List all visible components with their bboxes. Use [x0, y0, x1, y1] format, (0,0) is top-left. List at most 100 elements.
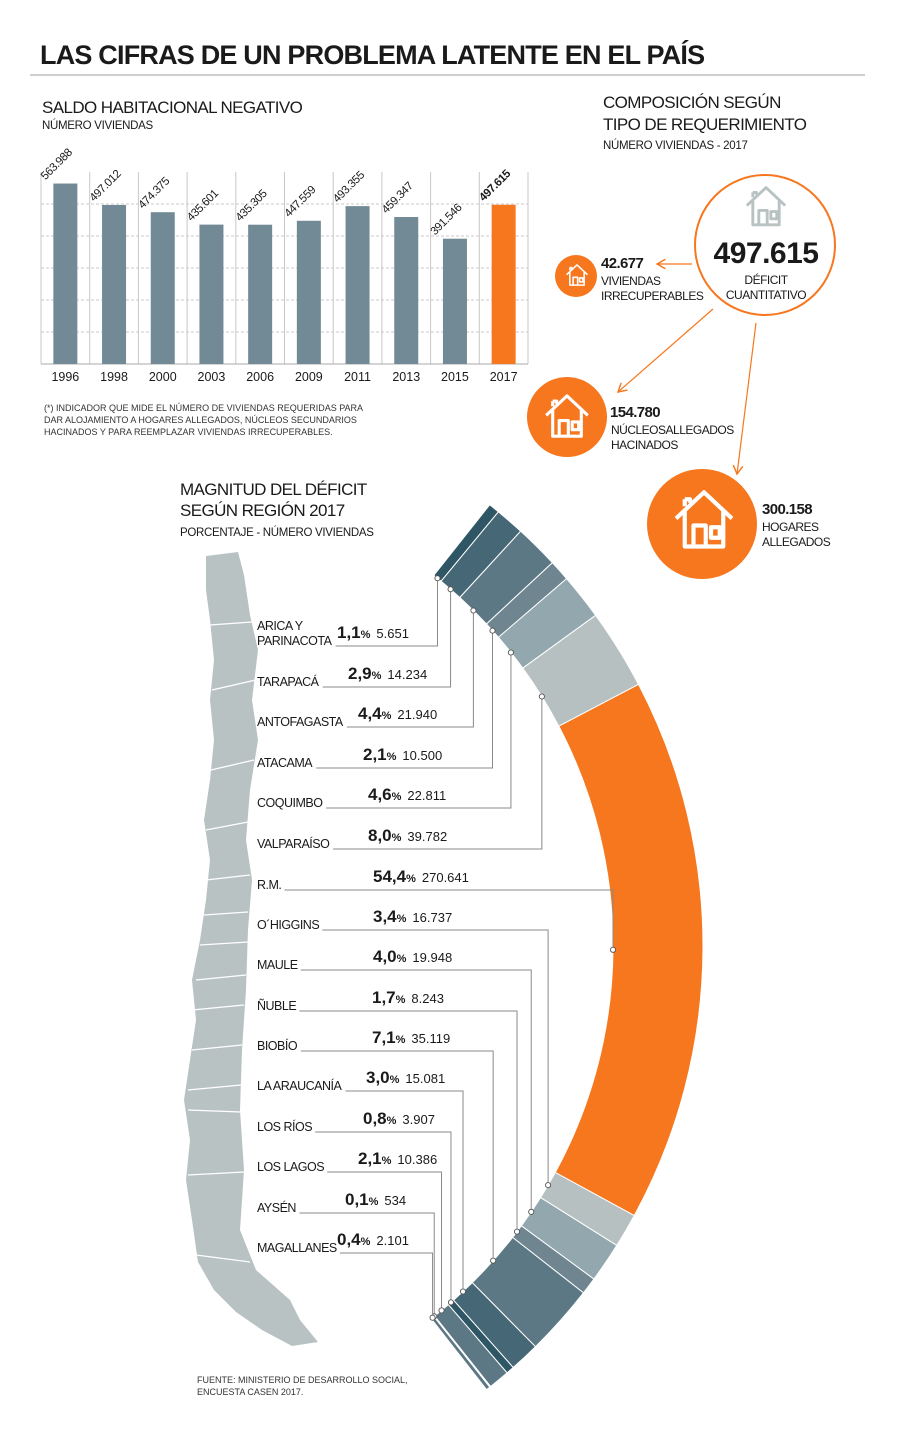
leader-dot	[438, 1307, 445, 1314]
hogares-value: 300.158	[762, 501, 812, 518]
year-tick-label: 1998	[100, 370, 128, 384]
bar-value-label: 493.355	[331, 169, 367, 205]
leader-line	[335, 578, 438, 647]
region-arc-chart	[430, 504, 704, 1391]
region-percent: 1,7%8.243	[372, 988, 444, 1007]
source-line-2: ENCUESTA CASEN 2017.	[197, 1387, 303, 1397]
leader-line	[315, 1131, 452, 1303]
irrecuperables-circle	[555, 255, 597, 297]
region-name: LOS LAGOS	[257, 1160, 324, 1174]
bar-2017	[491, 204, 516, 364]
bar-value-label: 563.988	[39, 147, 75, 183]
source-line-1: FUENTE: MINISTERIO DE DESARROLLO SOCIAL,	[197, 1375, 408, 1385]
leader-line	[333, 696, 543, 850]
bar-chart-subtitle: NÚMERO VIVIENDAS	[42, 119, 153, 132]
bar-2006	[248, 224, 273, 364]
leader-dot	[447, 586, 454, 593]
arrow-nucleos	[616, 308, 714, 393]
total-deficit-label-2: CUANTITATIVO	[726, 288, 806, 302]
year-tick-label: 2006	[246, 370, 274, 384]
bar-value-label: 497.012	[88, 168, 124, 204]
leader-dot	[538, 693, 545, 700]
leader-dot	[459, 1288, 467, 1295]
region-name: TARAPACÁ	[257, 674, 320, 689]
leader-line	[300, 969, 532, 1212]
leader-line	[326, 652, 512, 809]
leader-dot	[513, 1228, 521, 1235]
leader-dot	[609, 946, 617, 953]
bar-chart: 563.9881996497.0121998474.3752000435.601…	[39, 147, 529, 384]
leader-line	[345, 1090, 464, 1292]
region-name: BIOBÍO	[257, 1038, 298, 1053]
total-deficit-label-1: DÉFICIT	[744, 272, 788, 287]
region-name: R.M.	[257, 878, 281, 892]
composition-title-1: COMPOSICIÓN SEGÚN	[603, 93, 781, 112]
leader-dot	[489, 627, 496, 634]
magnitude-title-1: MAGNITUD DEL DÉFICIT	[180, 480, 367, 499]
composition-title-2: TIPO DE REQUERIMIENTO	[603, 115, 807, 134]
hogares-label-1: HOGARES	[762, 520, 819, 534]
bar-value-label: 497.615	[477, 167, 514, 204]
leader-line	[322, 589, 452, 688]
arc-segment-6	[554, 683, 704, 1217]
leader-line	[300, 1050, 494, 1261]
region-name: AYSÉN	[257, 1200, 296, 1215]
year-tick-label: 2013	[392, 370, 420, 384]
bar-2013	[394, 217, 419, 364]
region-name: ANTOFAGASTA	[257, 715, 344, 729]
bar-value-label: 474.375	[136, 175, 172, 211]
leader-line	[339, 1252, 434, 1318]
year-tick-label: 2003	[198, 370, 226, 384]
leader-dot	[447, 1299, 455, 1306]
region-percent: 0,8%3.907	[363, 1109, 435, 1128]
bar-value-label: 459.347	[380, 180, 416, 216]
region-percent: 54,4%270.641	[373, 867, 469, 886]
region-percent: 4,0%19.948	[373, 947, 452, 966]
total-deficit-circle	[694, 174, 836, 316]
region-name: ÑUBLE	[257, 999, 296, 1013]
region-percent: 4,4%21.940	[358, 704, 437, 723]
region-leader-lines	[284, 575, 617, 1321]
leader-line	[299, 1212, 435, 1317]
leader-dot	[507, 649, 514, 656]
magnitude-subtitle: PORCENTAJE - NÚMERO VIVIENDAS	[180, 526, 374, 539]
region-percent: 7,1%35.119	[372, 1028, 450, 1047]
nucleos-label-1: NÚCLEOSALLEGADOS	[611, 422, 734, 437]
region-name: MAULE	[257, 958, 298, 972]
arrow-hogares	[732, 322, 757, 476]
leader-line	[316, 630, 494, 769]
footnote-line-1: (*) INDICADOR QUE MIDE EL NÚMERO DE VIVI…	[44, 403, 363, 413]
region-name: MAGALLANES	[257, 1241, 337, 1255]
region-percent: 2,9%14.234	[348, 664, 427, 683]
bar-2009	[296, 220, 321, 364]
irrecuperables-value: 42.677	[601, 255, 644, 272]
leader-line	[299, 1010, 518, 1232]
year-tick-label: 2017	[490, 370, 518, 384]
chile-map	[184, 552, 318, 1346]
bar-value-label: 435.601	[185, 188, 221, 224]
leader-line	[284, 889, 614, 950]
region-percent: 2,1%10.500	[363, 745, 442, 764]
nucleos-label-2: HACINADOS	[611, 438, 678, 452]
leader-dot	[490, 1257, 497, 1264]
magnitude-title-2: SEGÚN REGIÓN 2017	[180, 501, 345, 520]
nucleos-value: 154.780	[610, 404, 660, 421]
region-name: O´HIGGINS	[257, 918, 319, 932]
year-tick-label: 2015	[441, 370, 469, 384]
composition-subtitle: NÚMERO VIVIENDAS - 2017	[603, 139, 748, 152]
bar-2000	[150, 212, 175, 364]
region-name: LA ARAUCANÍA	[257, 1078, 342, 1093]
leader-dot	[528, 1208, 535, 1215]
footnote-line-3: HACINADOS Y PARA REEMPLAZAR VIVIENDAS IR…	[44, 427, 333, 437]
bar-chart-title: SALDO HABITACIONAL NEGATIVO	[42, 98, 303, 117]
irrecuperables-label-2: IRRECUPERABLES	[601, 289, 704, 303]
leader-dot	[545, 1182, 552, 1189]
hogares-label-2: ALLEGADOS	[762, 535, 831, 549]
region-percent: 0,4%2.101	[337, 1230, 409, 1249]
region-name: ATACAMA	[257, 756, 313, 770]
bar-value-label: 447.559	[282, 184, 318, 220]
nucleos-circle	[527, 377, 607, 457]
